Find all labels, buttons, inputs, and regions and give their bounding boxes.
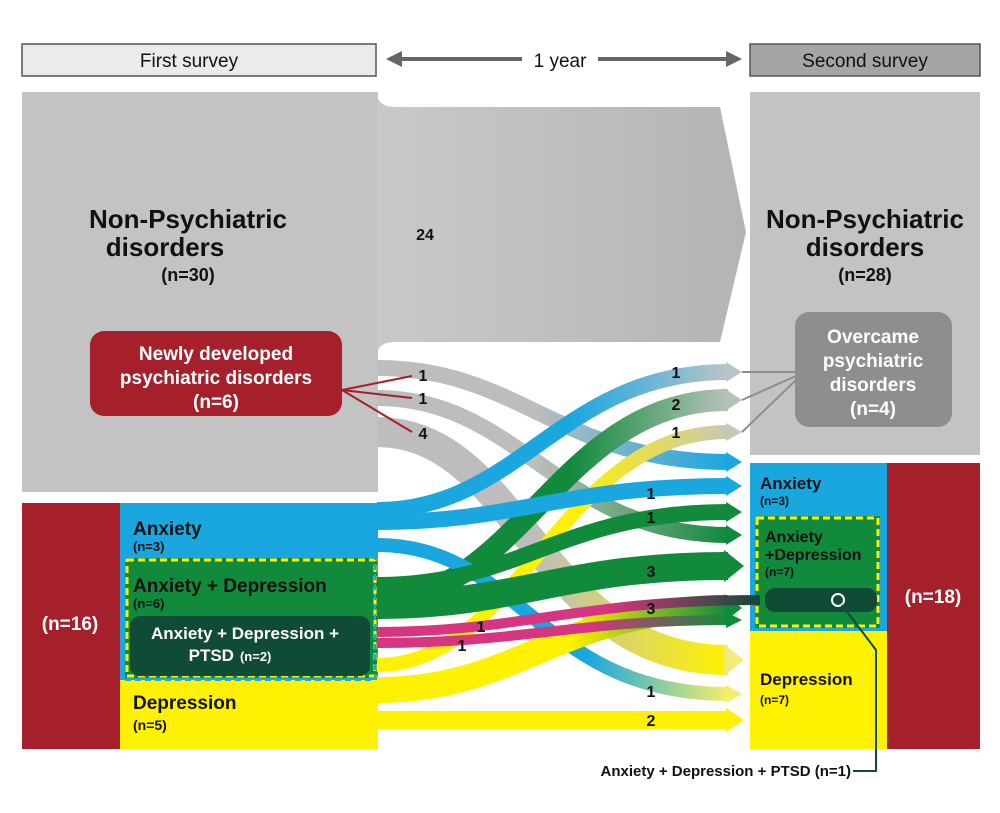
newly-developed-line-1: Newly developed <box>139 344 293 365</box>
interval-arrow <box>386 51 742 67</box>
arrow-anxdep-overcame <box>724 388 742 412</box>
flow-label-ptsd-a: 1 <box>477 619 486 636</box>
overcame-line-1: Overcame <box>827 327 919 348</box>
newly-developed-box <box>90 331 342 416</box>
arrow-anx-to-dep <box>726 685 742 703</box>
flow-label-anx-to-dep: 1 <box>647 684 656 701</box>
first-anxiety-n: (n=3) <box>133 539 164 554</box>
second-depression-label: Depression <box>760 670 853 689</box>
second-depression-n: (n=7) <box>760 693 789 707</box>
flow-ptsd-to-ptsd <box>376 595 761 637</box>
first-anxdep-n: (n=6) <box>133 596 164 611</box>
first-ptsd-label-1: Anxiety + Depression + <box>151 624 339 643</box>
flow-label-stay: 24 <box>416 227 434 244</box>
flow-dep-to-anxdep <box>376 595 729 703</box>
flow-label-ptsd-b: 1 <box>458 638 467 655</box>
first-anxiety-region <box>120 503 378 558</box>
first-survey-box <box>21 43 377 77</box>
second-anxiety-label: Anxiety <box>760 474 822 493</box>
arrow-new-to-anxdep <box>726 525 742 545</box>
flow-stay-notch-top <box>378 92 724 106</box>
first-non-psych-title-2: disorders <box>106 232 225 262</box>
first-psych-total-n: (n=16) <box>42 614 99 635</box>
second-ptsd-box <box>765 588 877 612</box>
newly-developed-line-2: psychiatric disorders <box>120 368 312 389</box>
first-ptsd-word: PTSD <box>189 646 234 665</box>
arrow-anxdep-to-anxdep-3 <box>724 550 744 582</box>
second-anxdep-label-2: +Depression <box>765 547 861 564</box>
second-non-psych-title-2: disorders <box>806 232 925 262</box>
flow-label-new-1a: 1 <box>419 368 428 385</box>
second-non-psych-n: (n=28) <box>838 265 892 285</box>
first-non-psych-region <box>22 92 378 492</box>
arrow-new-to-anxiety <box>726 452 742 472</box>
newly-developed-connectors <box>341 375 413 433</box>
arrow-dep-overcame <box>726 423 742 441</box>
second-depression-region <box>750 631 887 749</box>
overcame-line-2: psychiatric <box>823 351 924 372</box>
interval-label: 1 year <box>534 51 587 72</box>
flow-stay-non-psych <box>377 92 746 356</box>
arrow-ptsd-to-anxdep <box>726 612 742 628</box>
second-survey-label: Second survey <box>802 51 928 72</box>
second-non-psych-title-1: Non-Psychiatric <box>766 204 964 234</box>
first-ptsd-box <box>130 616 370 676</box>
flow-label-new-4: 4 <box>419 426 428 443</box>
second-anxdep-label-1: Anxiety <box>765 529 823 546</box>
flow-label-anxdep-1: 1 <box>647 510 656 527</box>
flow-anxdep-to-anxdep-3 <box>376 552 729 619</box>
arrow-dep-to-dep <box>726 708 744 732</box>
flow-ptsd-to-anxdep <box>376 615 729 648</box>
first-depression-region <box>120 680 378 749</box>
overcame-line-3: disorders <box>830 375 917 396</box>
flow-anxdep-to-anxdep-1 <box>376 504 729 593</box>
flow-label-anxdep-3: 3 <box>647 564 656 581</box>
first-anxdep-blue-dash <box>122 555 376 681</box>
second-psych-total-bar <box>887 463 980 749</box>
first-ptsd-n: (n=2) <box>240 649 271 664</box>
second-anxiety-n: (n=3) <box>760 494 789 508</box>
first-anxdep-label: Anxiety + Depression <box>133 576 327 597</box>
first-ptsd-label-2: PTSD (n=2) <box>189 646 272 665</box>
flow-anx-to-anx <box>376 478 729 530</box>
first-depression-label: Depression <box>133 693 236 714</box>
first-non-psych-title-1: Non-Psychiatric <box>89 204 287 234</box>
overcame-box <box>795 312 952 427</box>
first-non-psych-n: (n=30) <box>161 265 215 285</box>
flow-new-to-anxiety <box>376 360 729 470</box>
flow-label-new-1b: 1 <box>419 391 428 408</box>
second-anxdep-n: (n=7) <box>765 565 794 579</box>
first-psych-total-bar <box>22 503 120 749</box>
newly-developed-n: (n=6) <box>193 392 239 413</box>
flow-label-dep-to-dep: 2 <box>647 713 656 730</box>
arrow-new-to-depression <box>724 644 744 676</box>
overcame-connectors <box>741 371 797 433</box>
arrow-anx-overcame <box>726 362 742 382</box>
flow-label-overcame-dep: 1 <box>672 425 681 442</box>
arrow-anxdep-to-anxdep-1 <box>726 502 742 522</box>
flow-new-to-anxdep <box>376 390 729 543</box>
second-psych-total-n: (n=18) <box>905 587 962 608</box>
overcame-n: (n=4) <box>850 399 896 420</box>
flow-label-overcame-anxdep: 2 <box>672 397 681 414</box>
first-depression-n: (n=5) <box>133 717 167 733</box>
flow-label-dep-to-anxdep: 3 <box>647 601 656 618</box>
flow-label-anx-to-anx: 1 <box>647 486 656 503</box>
second-survey-box <box>749 43 981 77</box>
first-survey-label: First survey <box>140 51 239 72</box>
first-anxiety-label: Anxiety <box>133 519 202 540</box>
second-anxdep-yellow-dash <box>755 516 880 628</box>
flow-label-overcame-anx: 1 <box>672 365 681 382</box>
ptsd-callout-label: Anxiety + Depression + PTSD (n=1) <box>601 763 852 780</box>
arrow-anx-to-anx <box>726 476 742 496</box>
ptsd-callout-leader <box>831 593 877 772</box>
flow-anx-overcame <box>376 364 729 518</box>
